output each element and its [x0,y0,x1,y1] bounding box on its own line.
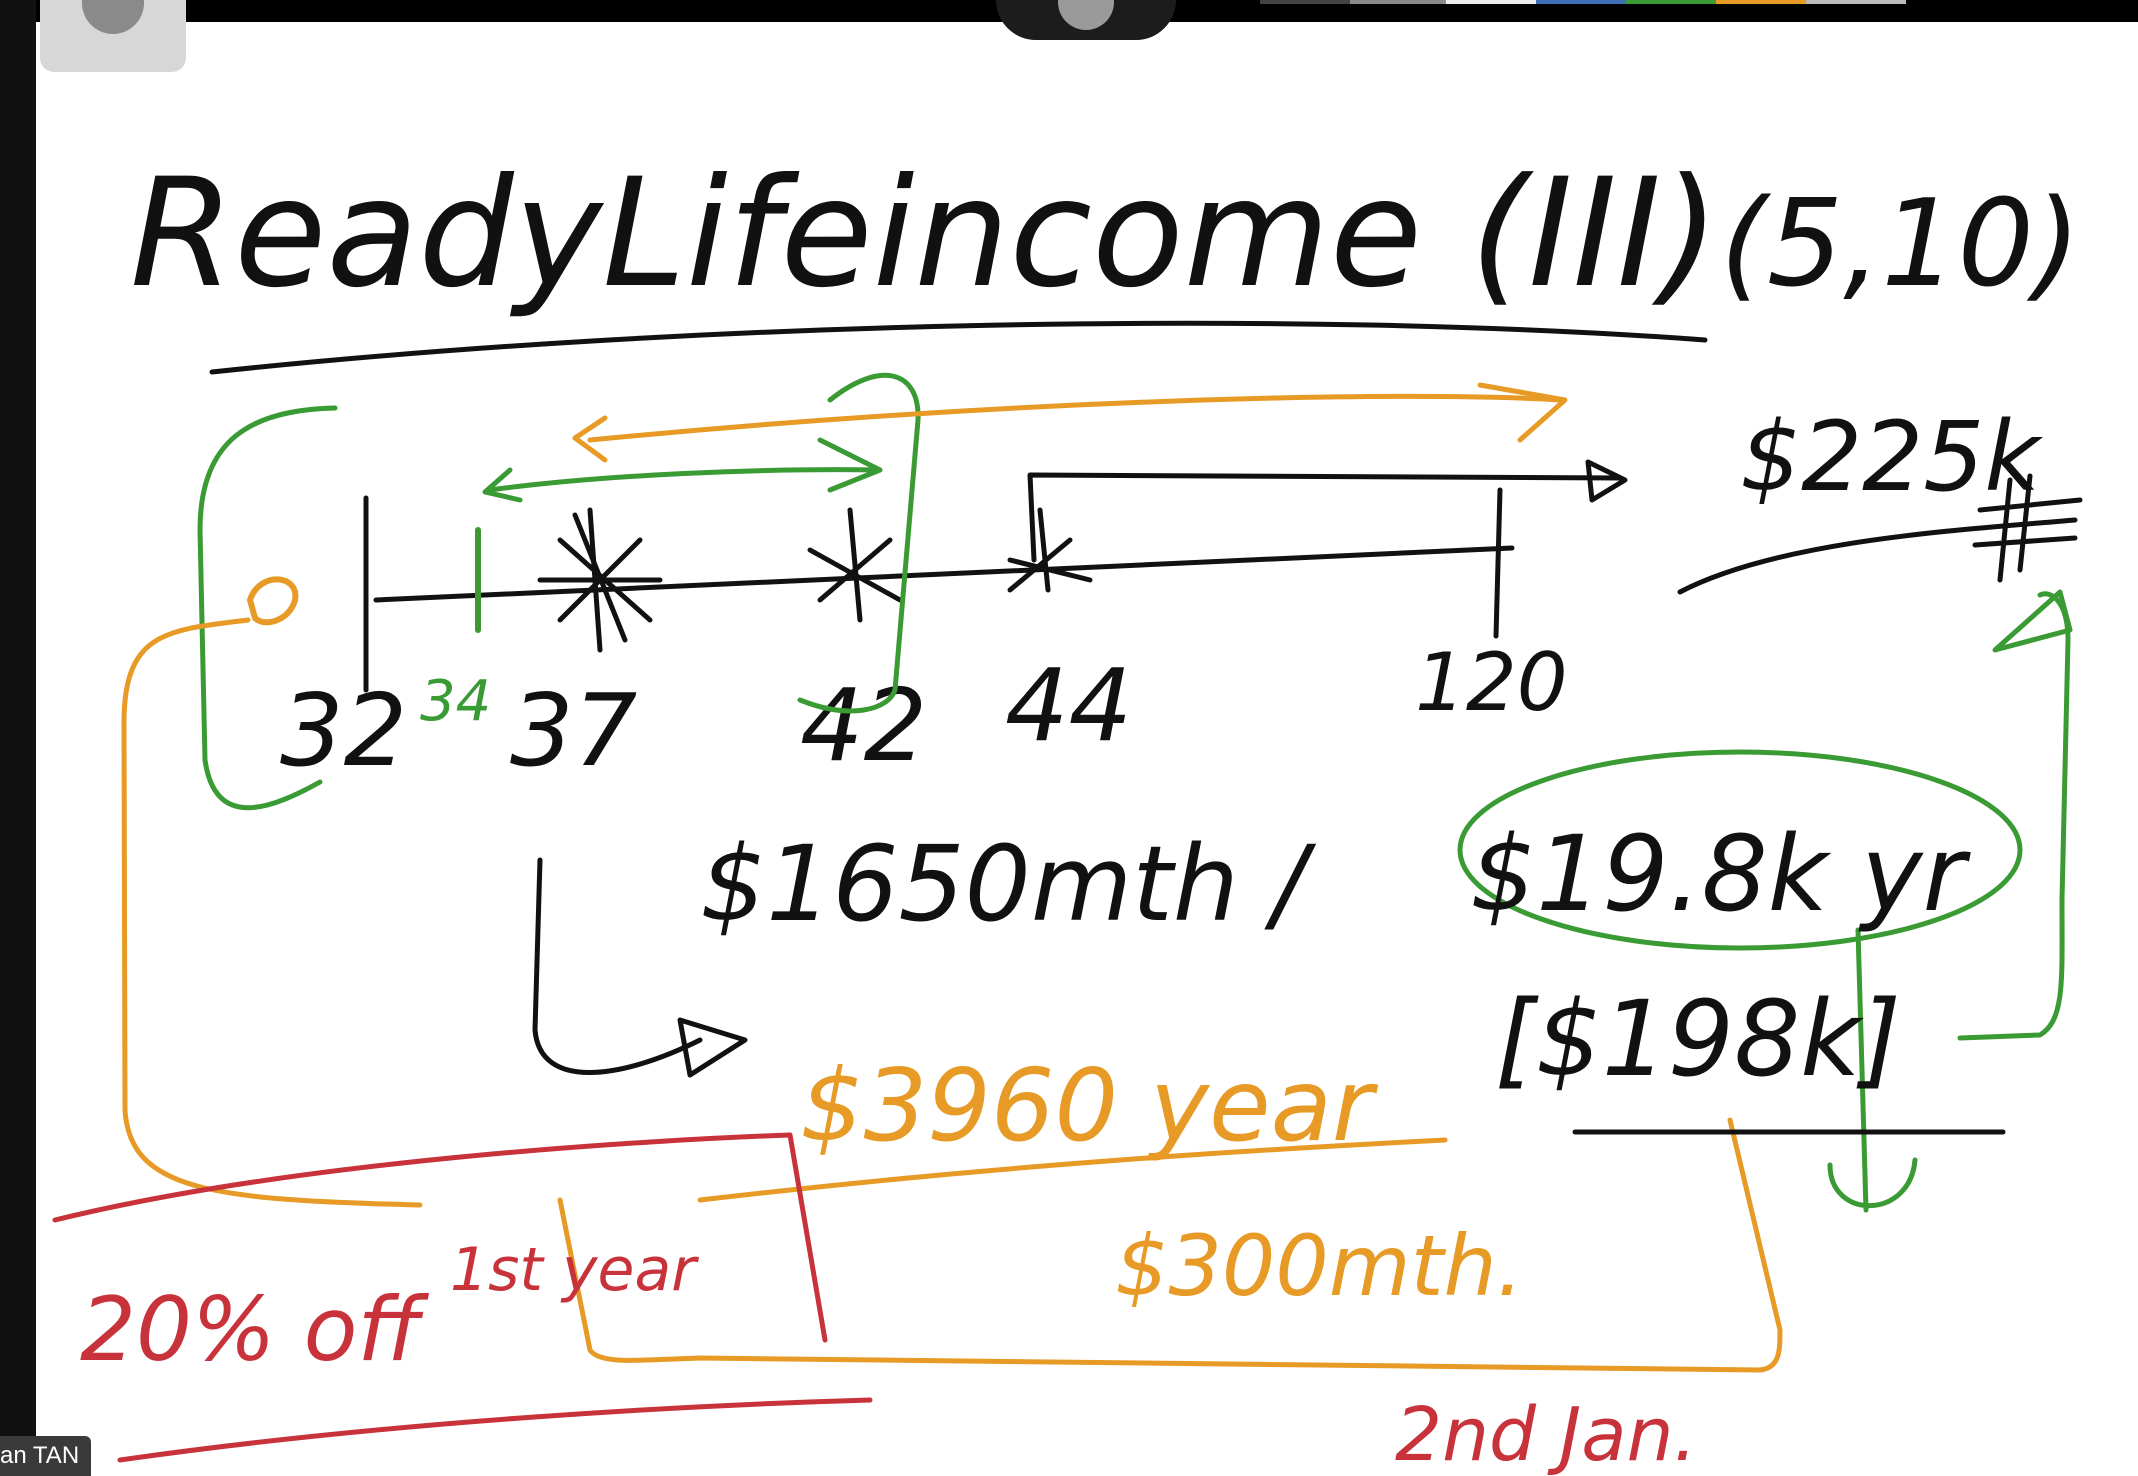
tick-label-120: 120 [1415,636,1568,729]
bracket-total: [$198k] [1495,978,1901,1100]
payout-total-hash [1972,473,2083,583]
green-down-arrow [1827,927,1918,1213]
green-ellipse [1457,749,2023,951]
red-bracket [52,1132,828,1343]
orange-year-underline [697,1137,1448,1203]
tick-label-34: 34 [420,669,491,734]
title-underline [209,320,1708,375]
orange-year-amount: $3960 year [800,1047,1379,1164]
green-return-arrow [1957,591,2071,1041]
whiteboard-canvas[interactable] [36,22,2138,1476]
orange-loop-left [121,617,423,1208]
monthly-arrowhead [677,1017,748,1078]
payout-arrowhead [1585,459,1628,503]
timeline-axis [373,545,1515,603]
toolbar-color-strip-white [1446,0,1536,4]
tick-label-32: 32 [280,672,407,789]
toolbar-color-strip-green [1626,0,1716,4]
timeline-star-44 [1007,507,1093,593]
orange-dot [247,576,299,626]
toolbar-color-strip-orange [1716,0,1806,4]
monthly-arrow [532,857,703,1075]
toolbar-color-strip-light [1806,0,1906,4]
orange-month-amount: $300mth. [1115,1217,1523,1315]
participant-name-tag: an TAN [0,1436,92,1476]
whiteboard-title: ReadyLifeincome (III) [130,147,1720,321]
orange-double-arrow [572,382,1568,463]
discount-note: 20% off [80,1278,429,1381]
payout-total: $225k [1740,401,2043,513]
date-note: 2nd Jan. [1395,1392,1697,1476]
camera-button[interactable] [40,0,186,72]
timeline-star-42 [807,507,903,623]
tick-label-44: 44 [1005,647,1132,764]
tick-label-42: 42 [800,667,927,784]
monthly-payout: $1650mth / [700,823,1317,945]
yearly-payout: $19.8k yr [1470,813,1972,935]
notch-control[interactable] [996,0,1176,40]
toolbar-color-strip-dark [1260,0,1350,4]
green-bracket-left [197,405,338,811]
toolbar-color-strip-blue [1536,0,1626,4]
green-return-arrowhead [1992,589,2073,653]
timeline-star-37 [537,507,663,653]
tick-label-37: 37 [510,672,637,789]
timeline-tick-end [1493,487,1503,639]
toolbar-color-strip-grey [1350,0,1446,4]
orange-loop-bottom [557,1117,1783,1373]
discount-note-2: 1st year [450,1235,699,1305]
green-bracket-right [797,372,921,714]
red-underline [117,1397,873,1463]
green-double-arrow [482,437,883,503]
whiteboard-title-range: (5,10) [1720,175,2081,314]
payout-arrow [1027,472,1623,563]
screen-left-edge [0,0,36,1476]
payout-total-underline [1677,517,2078,595]
